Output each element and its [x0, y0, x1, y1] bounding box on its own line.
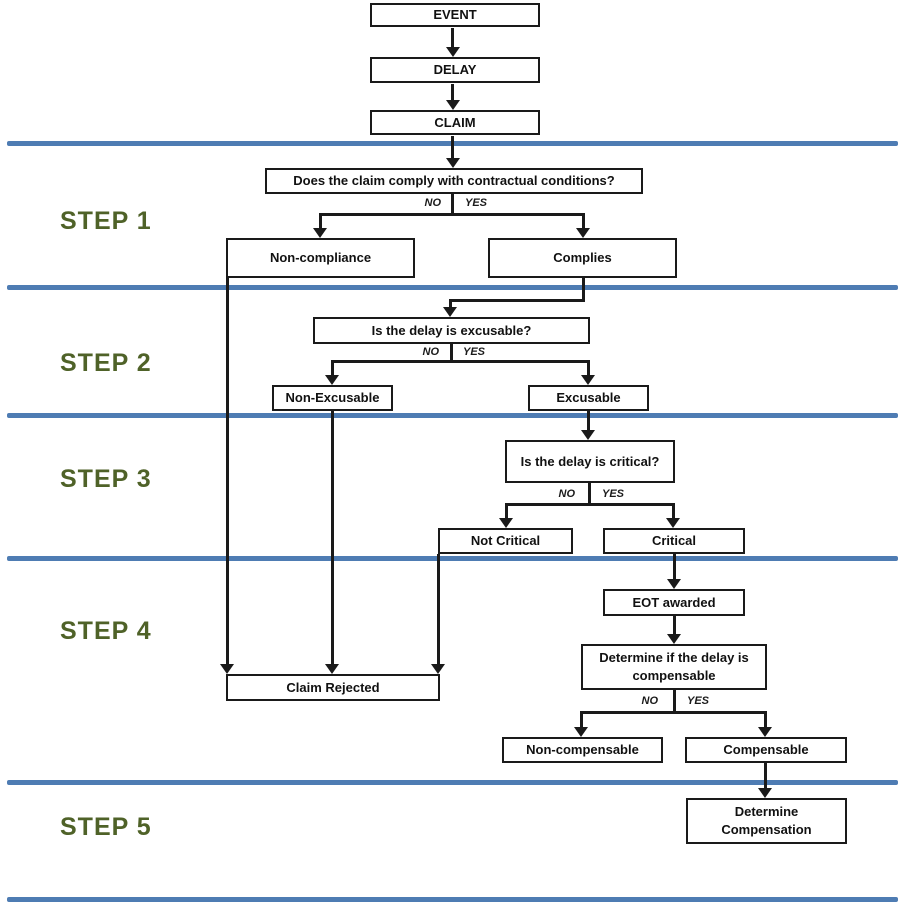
step-label-5: STEP 5: [60, 813, 152, 841]
node-question-critical: Is the delay is critical?: [505, 440, 675, 483]
step-divider-6: [7, 897, 898, 902]
node-not-critical: Not Critical: [438, 528, 573, 554]
arrowhead-compensable: [758, 727, 772, 737]
step-label-2: STEP 2: [60, 349, 152, 377]
arrowhead-claim: [446, 100, 460, 110]
arrowhead-rejected-right: [431, 664, 445, 674]
node-question-compensable: Determine if the delay is compensable: [581, 644, 767, 690]
arrowhead-critical: [666, 518, 680, 528]
connector-qcomply-stub: [451, 194, 454, 215]
node-critical: Critical: [603, 528, 745, 554]
arrowhead-determine-compensation: [758, 788, 772, 798]
connector-excusable-qcritical: [587, 411, 590, 431]
connector-qcritical-stub: [588, 483, 591, 506]
connector-step1-yes: [582, 213, 585, 229]
arrowhead-qcomply: [446, 158, 460, 168]
arrowhead-rejected-middle: [325, 664, 339, 674]
connector-step3-no: [505, 503, 508, 519]
arrowhead-qcritical: [581, 430, 595, 440]
step-divider-4: [7, 556, 898, 561]
step-divider-5: [7, 780, 898, 785]
step-label-1: STEP 1: [60, 207, 152, 235]
arrowhead-not-critical: [499, 518, 513, 528]
node-claim-rejected: Claim Rejected: [226, 674, 440, 701]
connector-step2-branch: [331, 360, 590, 363]
arrowhead-complies: [576, 228, 590, 238]
node-event: EVENT: [370, 3, 540, 27]
arrowhead-non-excusable: [325, 375, 339, 385]
connector-event-delay: [451, 28, 454, 48]
node-non-compensable: Non-compensable: [502, 737, 663, 763]
arrowhead-non-compensable: [574, 727, 588, 737]
branch-label-no-step4: NO: [641, 695, 659, 707]
connector-step1-no: [319, 213, 322, 229]
connector-qcompensable-stub: [673, 690, 676, 713]
connector-step3-yes: [672, 503, 675, 519]
connector-complies-down: [582, 278, 585, 302]
connector-step3-branch: [505, 503, 675, 506]
step-divider-2: [7, 285, 898, 290]
connector-notcritical-rejected: [437, 554, 440, 666]
branch-label-yes-step4: YES: [687, 695, 710, 707]
arrowhead-qexcusable: [443, 307, 457, 317]
branch-label-no-step1: NO: [424, 197, 442, 209]
step-divider-3: [7, 413, 898, 418]
node-non-compliance: Non-compliance: [226, 238, 415, 278]
node-non-excusable: Non-Excusable: [272, 385, 393, 411]
branch-label-yes-step1: YES: [465, 197, 488, 209]
branch-label-no-step2: NO: [422, 346, 440, 358]
arrowhead-qcompensable: [667, 634, 681, 644]
connector-critical-eot: [673, 554, 676, 581]
connector-nonexcusable-rejected: [331, 411, 334, 666]
connector-step2-no: [331, 360, 334, 376]
node-determine-compensation: Determine Compensation: [686, 798, 847, 844]
arrowhead-non-compliance: [313, 228, 327, 238]
arrowhead-rejected-left: [220, 664, 234, 674]
step-label-4: STEP 4: [60, 617, 152, 645]
connector-delay-claim: [451, 84, 454, 101]
arrowhead-eot: [667, 579, 681, 589]
node-claim: CLAIM: [370, 110, 540, 135]
branch-label-yes-step2: YES: [463, 346, 486, 358]
branch-label-yes-step3: YES: [602, 488, 625, 500]
connector-step2-yes: [587, 360, 590, 376]
arrowhead-excusable: [581, 375, 595, 385]
branch-label-no-step3: NO: [558, 488, 576, 500]
connector-compensable-determine: [764, 763, 767, 790]
arrowhead-delay: [446, 47, 460, 57]
node-question-comply: Does the claim comply with contractual c…: [265, 168, 643, 194]
node-excusable: Excusable: [528, 385, 649, 411]
node-eot-awarded: EOT awarded: [603, 589, 745, 616]
node-question-excusable: Is the delay is excusable?: [313, 317, 590, 344]
connector-eot-qcompensable: [673, 616, 676, 636]
connector-claim-qcomply: [451, 136, 454, 159]
connector-complies-elbow: [449, 299, 585, 302]
node-complies: Complies: [488, 238, 677, 278]
connector-noncompliance-rejected: [226, 278, 229, 666]
connector-step4-branch: [580, 711, 767, 714]
connector-step4-no: [580, 711, 583, 729]
connector-into-qexcusable: [449, 299, 452, 309]
connector-qexcusable-stub: [450, 344, 453, 363]
node-delay: DELAY: [370, 57, 540, 83]
connector-step4-yes: [764, 711, 767, 729]
connector-step1-branch: [319, 213, 585, 216]
step-label-3: STEP 3: [60, 465, 152, 493]
node-compensable: Compensable: [685, 737, 847, 763]
